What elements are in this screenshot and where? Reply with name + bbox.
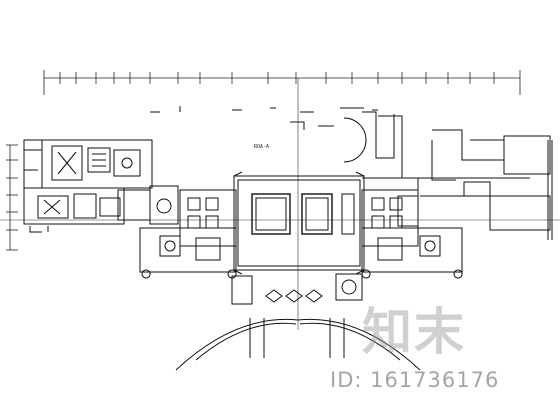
axis-lines: [0, 78, 560, 330]
watermark-brand: 知末: [362, 303, 466, 361]
upper-wall-fragments: [150, 106, 378, 130]
room-label: ROA-A: [254, 144, 269, 150]
left-wing: [23, 139, 179, 233]
top-dimension-line: [43, 70, 521, 95]
entrance-zone: [175, 273, 421, 371]
central-hall: [179, 171, 419, 275]
left-dimension-line: [6, 144, 18, 251]
right-wing: [343, 111, 553, 240]
watermark-id: ID: 161736176: [330, 368, 500, 392]
